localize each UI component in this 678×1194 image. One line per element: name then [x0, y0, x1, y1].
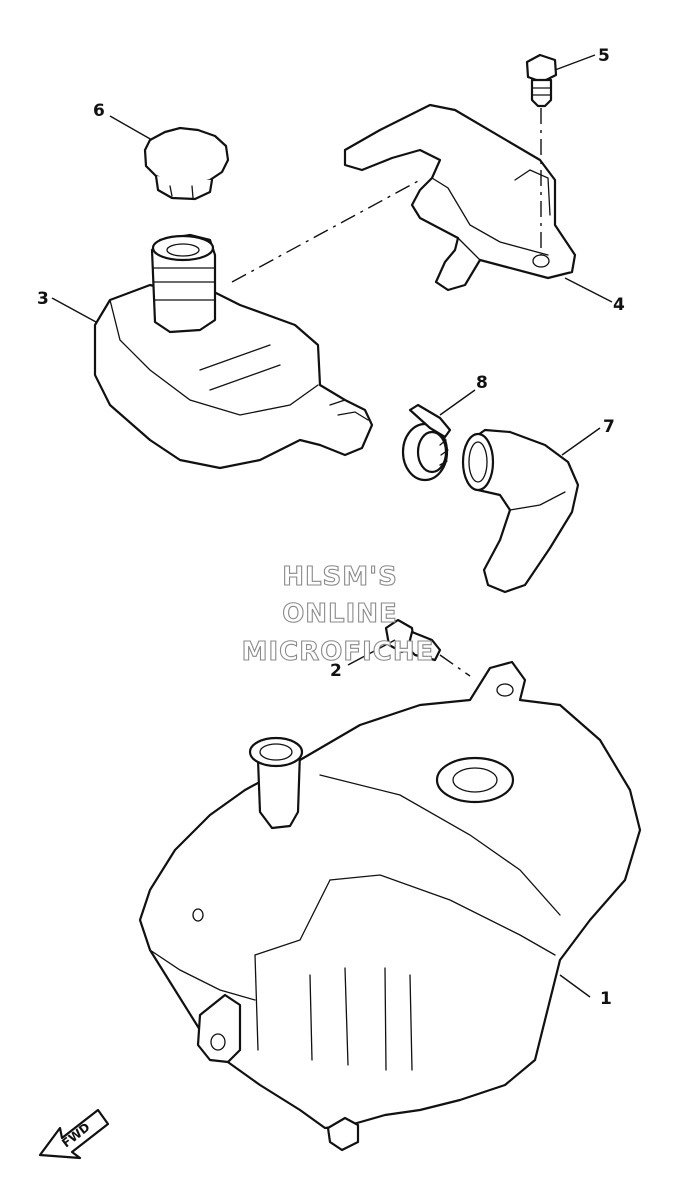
fitting-part-2 — [384, 618, 471, 677]
callout-1: 1 — [600, 989, 612, 1009]
hose-part-7 — [461, 428, 580, 594]
watermark-line-2: ONLINE — [282, 599, 398, 629]
callout-4: 4 — [613, 295, 625, 315]
callout-2: 2 — [330, 661, 342, 681]
callout-5: 5 — [598, 46, 610, 66]
callout-3: 3 — [37, 289, 49, 309]
clamp-part-8 — [401, 403, 452, 482]
watermark: HLSM'S ONLINE MICROFICHE — [241, 561, 435, 667]
leader-lines — [51, 54, 613, 998]
oil-tank-part-3 — [93, 179, 421, 470]
watermark-line-1: HLSM'S — [282, 562, 398, 592]
callout-7: 7 — [603, 417, 615, 437]
bolt-part-5 — [525, 53, 558, 255]
forward-arrow-icon: FWD — [38, 1108, 110, 1160]
watermark-line-3: MICROFICHE — [242, 637, 435, 667]
bracket-part-4 — [343, 103, 577, 292]
fuel-tank-part-1 — [138, 660, 642, 1152]
callout-8: 8 — [476, 373, 488, 393]
cap-part-6 — [143, 126, 230, 201]
callout-6: 6 — [93, 101, 105, 121]
